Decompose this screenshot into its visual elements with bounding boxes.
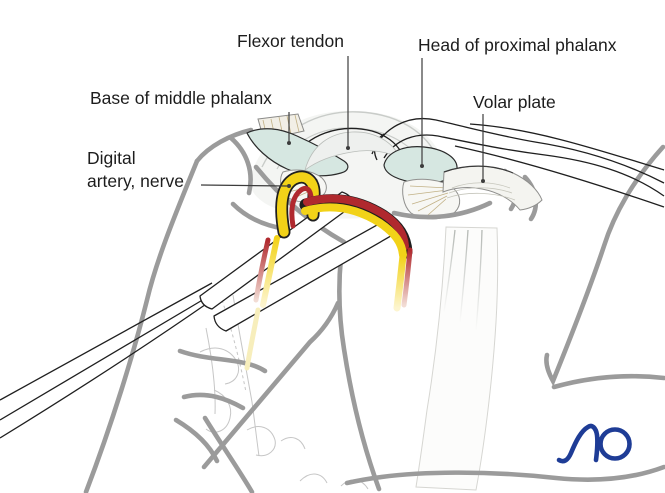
tendon-sheath-band (415, 226, 499, 491)
bone-sketch (199, 294, 369, 490)
neurovascular-bundle (244, 170, 413, 371)
leader-lines (200, 56, 485, 188)
cartilage-base-middle-phalanx (246, 128, 349, 177)
digital-nerve-fading (260, 235, 280, 308)
digital-artery-fading (253, 237, 271, 303)
label-volar-plate: Volar plate (473, 92, 556, 112)
digital-nerve-sweep (301, 203, 407, 259)
digital-nerve-loop (277, 172, 319, 237)
skin-fold-over-bundle (391, 200, 493, 220)
flexor-tendon-curves (293, 118, 665, 208)
digital-artery-loop (289, 185, 314, 229)
digital-artery-sweep (303, 194, 409, 250)
label-digital-artery-nerve-line1: Digital (87, 148, 136, 168)
label-flexor-tendon: Flexor tendon (237, 31, 344, 51)
ao-logo-icon (556, 423, 632, 464)
labels: Flexor tendon Head of proximal phalanx B… (87, 31, 617, 191)
label-head-proximal-phalanx: Head of proximal phalanx (418, 35, 617, 55)
volar-plate-shape (442, 165, 543, 211)
retractor (0, 191, 397, 439)
label-digital-artery-nerve-line2: artery, nerve (87, 171, 184, 191)
label-base-middle-phalanx: Base of middle phalanx (90, 88, 272, 108)
